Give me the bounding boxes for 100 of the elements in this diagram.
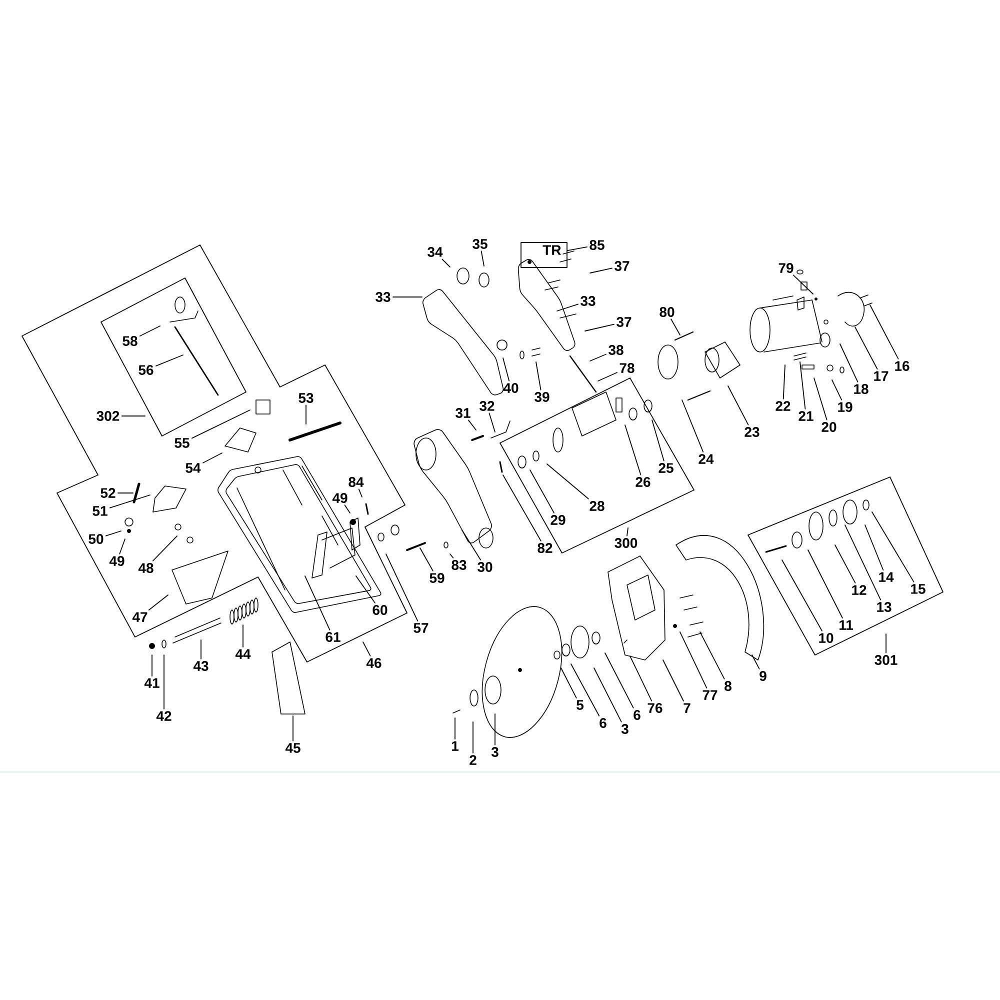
leader-line [462, 530, 481, 560]
callout-number: 8 [724, 681, 732, 691]
callout-number: 34 [428, 247, 443, 257]
leader-line [344, 504, 350, 514]
leader-line [808, 550, 843, 618]
callout-number: 16 [895, 361, 910, 371]
callout-number: 5 [576, 700, 584, 710]
callout-number: 59 [430, 573, 444, 583]
callout-number: 50 [88, 534, 104, 544]
leader-line [420, 548, 434, 572]
callout-number: 52 [100, 488, 116, 498]
leader-line [840, 344, 858, 382]
callout-number: 3 [621, 724, 628, 734]
callout-number: 300 [614, 538, 638, 548]
leader-line [480, 250, 484, 266]
leader-line [590, 268, 612, 274]
callout-number: 12 [852, 585, 866, 595]
leader-line [140, 326, 160, 336]
callout-number: 61 [326, 632, 340, 642]
leader-line [292, 716, 294, 742]
callout-number: 39 [534, 392, 550, 402]
leader-line [110, 494, 150, 508]
leader-line [454, 718, 456, 740]
callout-number: 1 [452, 741, 459, 751]
leader-line [567, 246, 588, 252]
callout-number: 85 [590, 240, 604, 250]
callout-number: 45 [285, 743, 300, 753]
leader-line [670, 318, 680, 336]
callout-number: 25 [658, 463, 674, 473]
callout-number: 60 [372, 605, 388, 615]
leader-line [546, 464, 589, 500]
callout-number: 30 [478, 562, 492, 572]
leader-line [450, 554, 454, 558]
leader-line [118, 492, 134, 494]
callout-number: 29 [550, 515, 566, 525]
callout-number: 15 [911, 584, 926, 594]
leader-line [192, 410, 250, 439]
leader-line [680, 632, 708, 688]
leader-line [202, 452, 222, 464]
leader-line [358, 488, 362, 498]
callout-number: 11 [840, 620, 854, 630]
callout-number: 78 [620, 363, 634, 373]
callout-number: 2 [470, 755, 476, 765]
callout-number: 21 [798, 411, 814, 421]
callout-number: 58 [122, 336, 138, 346]
callout-number: 13 [877, 602, 892, 612]
callout-number: 20 [822, 422, 836, 432]
leader-line [590, 354, 606, 362]
callout-number: 77 [702, 690, 718, 700]
callout-number: 76 [648, 703, 662, 713]
leader-line [864, 524, 884, 570]
leader-line [832, 380, 842, 400]
callout-number: 23 [744, 427, 760, 437]
callout-number: 84 [348, 477, 364, 487]
leader-line [472, 722, 474, 754]
leader-line [700, 632, 725, 680]
leader-line [844, 524, 882, 600]
callout-number: 37 [616, 317, 632, 327]
callout-number: 32 [480, 401, 494, 411]
callout-number: 79 [778, 263, 794, 273]
leader-line [854, 326, 878, 370]
leader-line [362, 642, 371, 656]
callout-number: 10 [819, 633, 834, 643]
callout-number: 3 [491, 747, 498, 757]
leader-line [800, 362, 806, 410]
callout-number: 53 [298, 393, 314, 403]
leader-line [793, 274, 814, 294]
callout-number: 18 [854, 384, 868, 394]
leader-line [468, 420, 476, 430]
leader-line [570, 664, 600, 716]
leader-line [488, 412, 496, 432]
callout-number: 14 [879, 572, 894, 582]
callout-number: 301 [874, 655, 898, 665]
callout-number: 54 [186, 463, 201, 473]
callout-number: 17 [874, 371, 888, 381]
leader-line [870, 304, 899, 360]
leader-line [386, 554, 418, 622]
leader-line [530, 470, 554, 514]
callout-number: 26 [636, 477, 650, 487]
callout-number: 42 [156, 711, 172, 721]
leader-line [242, 624, 244, 648]
callout-number: 33 [580, 296, 596, 306]
leader-line [782, 364, 786, 400]
callout-number: 31 [456, 408, 470, 418]
leader-line [594, 668, 622, 722]
leader-line [662, 660, 684, 702]
callout-number: 48 [138, 563, 154, 573]
callout-number: 302 [96, 411, 120, 421]
leader-line [834, 544, 856, 584]
callout-number: 82 [538, 543, 552, 553]
leader-line [392, 296, 422, 298]
callout-number: 7 [684, 703, 690, 713]
leader-line [502, 474, 542, 542]
leader-line [106, 530, 122, 536]
leader-line [560, 668, 577, 698]
callout-number: 19 [838, 402, 852, 412]
leader-line [304, 576, 330, 630]
leader-line [156, 354, 184, 366]
callout-number: 47 [132, 612, 148, 622]
callout-number: 57 [414, 623, 428, 633]
